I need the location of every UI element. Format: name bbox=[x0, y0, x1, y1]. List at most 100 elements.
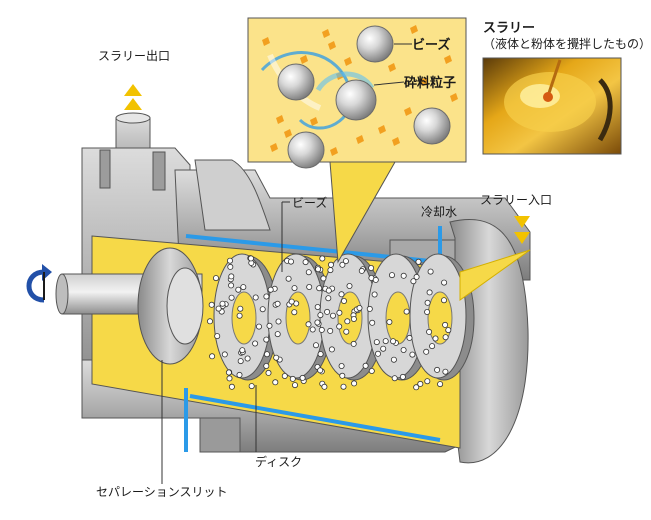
bead bbox=[318, 326, 325, 333]
bead bbox=[369, 319, 376, 326]
bead bbox=[221, 351, 228, 358]
crushed-particle bbox=[270, 143, 278, 152]
bead bbox=[306, 283, 313, 290]
inset-bead bbox=[335, 79, 377, 121]
cooling-water-label: 冷却水 bbox=[421, 205, 457, 219]
bead bbox=[327, 261, 334, 268]
bead bbox=[291, 382, 298, 389]
disc-group bbox=[213, 253, 475, 381]
bead bbox=[320, 275, 327, 282]
bead bbox=[235, 286, 242, 293]
inset-beads-label: ビーズ bbox=[412, 37, 450, 53]
bead bbox=[400, 346, 407, 353]
bead bbox=[388, 272, 395, 279]
bead bbox=[424, 299, 431, 306]
bead bbox=[291, 309, 298, 316]
bead bbox=[380, 345, 387, 352]
bead bbox=[409, 351, 416, 358]
bead bbox=[399, 373, 406, 380]
bead bbox=[410, 278, 417, 285]
crushed-particle bbox=[344, 57, 352, 66]
bead bbox=[429, 343, 436, 350]
bead bbox=[228, 273, 235, 280]
bead bbox=[350, 340, 357, 347]
bead bbox=[415, 258, 422, 265]
bead bbox=[417, 380, 424, 387]
crushed-particle bbox=[420, 77, 428, 86]
bead bbox=[339, 261, 346, 268]
inset-bead bbox=[413, 107, 451, 145]
bead bbox=[228, 282, 235, 289]
bead bbox=[382, 338, 389, 345]
bead bbox=[325, 295, 332, 302]
inset-bead bbox=[356, 25, 394, 63]
bead bbox=[236, 371, 243, 378]
bead bbox=[336, 323, 343, 330]
bead bbox=[327, 327, 334, 334]
bead bbox=[305, 269, 312, 276]
bead bbox=[239, 347, 246, 354]
crushed-particle bbox=[378, 125, 386, 134]
bead bbox=[255, 323, 262, 330]
inset-particles-label: 砕料粒子 bbox=[404, 75, 456, 91]
bead bbox=[426, 328, 433, 335]
bead bbox=[252, 294, 259, 301]
bead bbox=[274, 300, 281, 307]
bead bbox=[391, 375, 398, 382]
bead bbox=[215, 305, 222, 312]
bead bbox=[344, 318, 351, 325]
bead bbox=[442, 368, 449, 375]
bead bbox=[356, 304, 363, 311]
bead bbox=[338, 362, 345, 369]
bead bbox=[328, 346, 335, 353]
bead bbox=[413, 384, 420, 391]
bead bbox=[314, 303, 321, 310]
bead bbox=[237, 358, 244, 365]
up-arrows-icon bbox=[124, 84, 142, 110]
bead bbox=[291, 285, 298, 292]
photo-title: スラリー bbox=[483, 21, 535, 36]
bead bbox=[228, 383, 235, 390]
bead bbox=[390, 338, 397, 345]
rotation-arrow-icon bbox=[26, 264, 52, 303]
bead bbox=[340, 297, 347, 304]
inset-bead bbox=[277, 63, 315, 101]
down-arrows-icon bbox=[514, 216, 530, 244]
slurry-photo: スラリー （液体と粉体を攪拌したもの） bbox=[482, 21, 651, 155]
bead bbox=[346, 282, 353, 289]
bead-cloud bbox=[206, 255, 452, 391]
bead bbox=[371, 291, 378, 298]
crushed-particle bbox=[276, 115, 284, 124]
slurry-outlet-label: スラリー出口 bbox=[98, 49, 170, 63]
bead bbox=[366, 305, 373, 312]
bead bbox=[372, 276, 379, 283]
inset-bead bbox=[287, 131, 325, 169]
bead bbox=[442, 334, 449, 341]
bead bbox=[212, 275, 219, 282]
bead bbox=[325, 287, 332, 294]
separation-slit-label: セパレーションスリット bbox=[96, 485, 228, 499]
bead bbox=[424, 378, 431, 385]
bead bbox=[386, 318, 393, 325]
bead bbox=[266, 322, 273, 329]
slurry-inlet-label: スラリー入口 bbox=[480, 193, 552, 207]
bead bbox=[237, 305, 244, 312]
bead bbox=[390, 356, 397, 363]
bead bbox=[263, 336, 270, 343]
bead bbox=[350, 315, 357, 322]
crushed-particle bbox=[356, 135, 364, 144]
bead bbox=[315, 266, 322, 273]
crushed-particle bbox=[284, 129, 292, 138]
bead bbox=[209, 353, 216, 360]
crushed-particle bbox=[328, 41, 336, 50]
bead bbox=[265, 369, 272, 376]
callouts: スラリー出口 スラリー入口 冷却水 ビーズ ディスク セパレーションスリット bbox=[96, 49, 552, 499]
bead bbox=[362, 362, 369, 369]
bead bbox=[336, 309, 343, 316]
bead bbox=[329, 312, 336, 319]
bead bbox=[432, 335, 439, 342]
bead bbox=[343, 328, 350, 335]
crushed-particle bbox=[322, 29, 330, 38]
bead bbox=[445, 327, 452, 334]
